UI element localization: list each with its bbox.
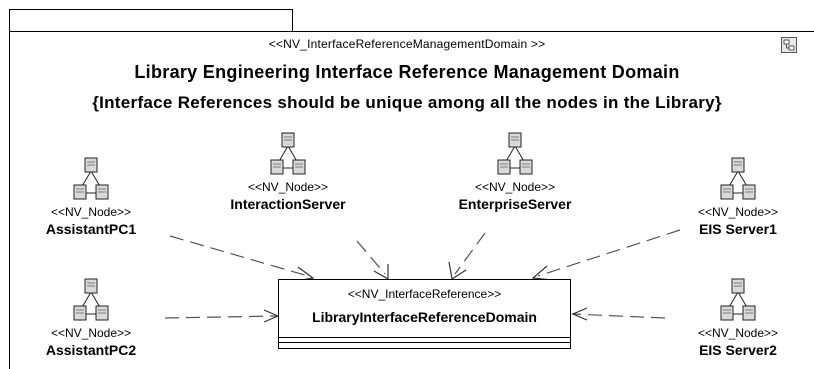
node-name: AssistantPC2 — [45, 342, 137, 358]
node-stereotype: <<NV_Node>> — [50, 205, 132, 219]
dependency-assistantpc1 — [169, 235, 309, 277]
node-name: AssistantPC1 — [45, 221, 137, 237]
node-name: EIS Server1 — [699, 221, 777, 237]
node-eisserver1[interactable]: <<NV_Node>> EIS Server1 — [683, 155, 793, 238]
domain-constraint: {Interface References should be unique a… — [92, 93, 722, 112]
arrowhead-interactionserver — [373, 264, 389, 281]
node-enterpriseserver[interactable]: <<NV_Node>> EnterpriseServer — [440, 130, 590, 213]
node-name: InteractionServer — [230, 196, 346, 212]
node-assistantpc1[interactable]: <<NV_Node>> AssistantPC1 — [36, 155, 146, 238]
dependency-enterpriseserver — [454, 232, 486, 275]
node-name: EIS Server2 — [699, 342, 777, 358]
node-stereotype: <<NV_Node>> — [697, 326, 779, 340]
network-node-icon — [720, 157, 756, 200]
network-node-icon — [497, 132, 533, 175]
node-name: EnterpriseServer — [458, 196, 572, 212]
compartment-divider — [279, 342, 570, 343]
dependency-assistantpc2 — [164, 315, 278, 319]
node-interactionserver[interactable]: <<NV_Node>> InteractionServer — [213, 130, 363, 213]
network-node-icon — [73, 278, 109, 321]
node-eisserver2[interactable]: <<NV_Node>> EIS Server2 — [683, 276, 793, 359]
dependency-eisserver1 — [537, 229, 681, 277]
interface-reference-stereotype: <<NV_InterfaceReference>> — [347, 287, 502, 301]
domain-frame — [9, 31, 814, 369]
interface-reference-box[interactable]: <<NV_InterfaceReference>> LibraryInterfa… — [278, 279, 571, 349]
network-node-icon — [270, 132, 306, 175]
network-node-icon — [720, 278, 756, 321]
domain-title: Library Engineering Interface Reference … — [134, 62, 680, 82]
frame-tab — [9, 9, 293, 31]
diagram-frame-icon — [781, 37, 797, 53]
dependency-eisserver2 — [571, 313, 666, 319]
domain-stereotype: <<NV_InterfaceReferenceManagementDomain … — [268, 37, 546, 51]
node-assistantpc2[interactable]: <<NV_Node>> AssistantPC2 — [36, 276, 146, 359]
node-stereotype: <<NV_Node>> — [50, 326, 132, 340]
compartment-divider — [279, 337, 570, 338]
interface-reference-name: LibraryInterfaceReferenceDomain — [312, 309, 537, 325]
network-node-icon — [73, 157, 109, 200]
dependency-interactionserver — [356, 240, 386, 275]
arrowhead-eisserver2 — [571, 307, 588, 321]
node-stereotype: <<NV_Node>> — [474, 180, 556, 194]
node-stereotype: <<NV_Node>> — [247, 180, 329, 194]
node-stereotype: <<NV_Node>> — [697, 205, 779, 219]
